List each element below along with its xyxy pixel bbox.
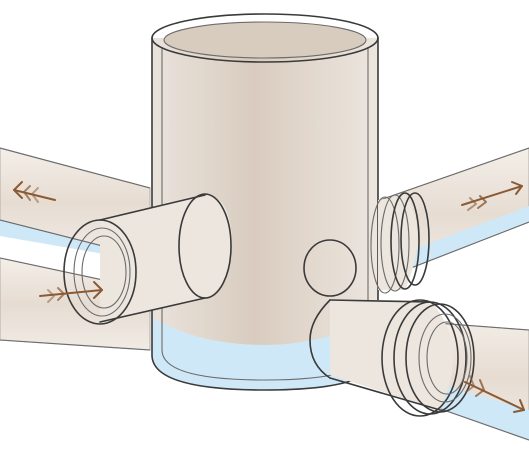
pipe-junction-diagram [0, 0, 529, 455]
junction-illustration [0, 0, 529, 455]
